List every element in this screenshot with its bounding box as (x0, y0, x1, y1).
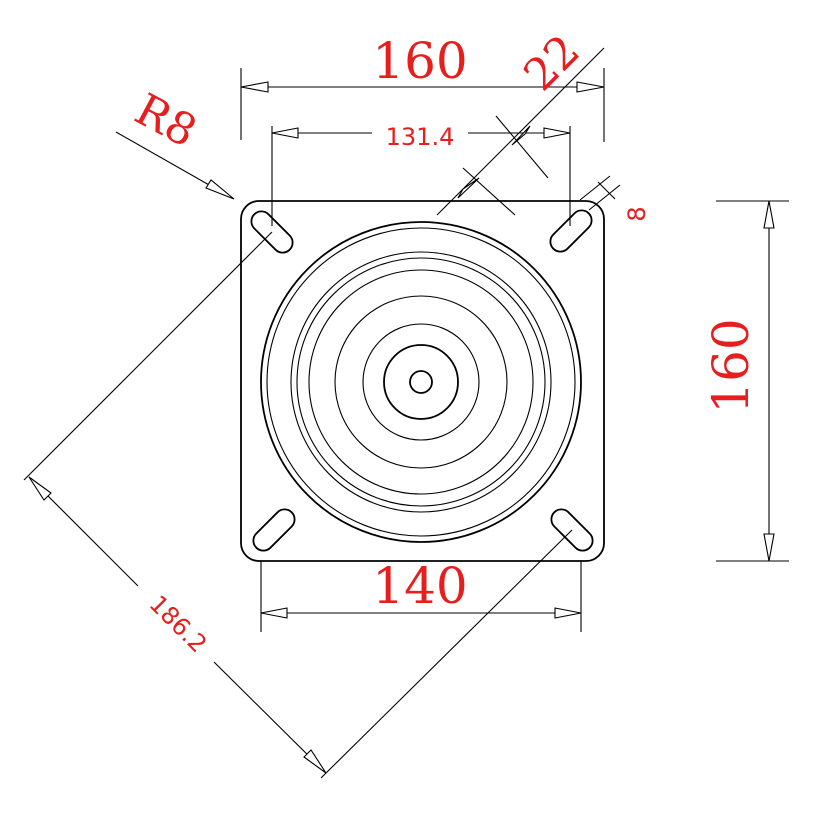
corner-radius-label: R8 (127, 84, 205, 158)
dim-overall-width (240, 68, 605, 142)
overall-height-label: 160 (702, 318, 760, 413)
slot-dim-label: 8 (623, 206, 651, 221)
bottom-width-label: 140 (372, 557, 467, 615)
hole-spacing-label: 131.4 (386, 123, 455, 151)
plate-outline (240, 200, 605, 562)
dim-slot-length (436, 47, 605, 216)
mounting-slot-bottom-left (252, 508, 296, 552)
dim-slot-width (579, 175, 621, 211)
overall-width-label: 160 (372, 32, 467, 90)
dim-overall-height (716, 200, 789, 562)
dim-diagonal (23, 231, 573, 779)
diagonal-label: 186.2 (144, 590, 212, 658)
dim-corner-radius (115, 131, 235, 200)
dim-bottom-width (260, 561, 582, 632)
mounting-slot-top-right (549, 209, 593, 253)
bearing-rings (260, 221, 582, 543)
dim-hole-spacing (271, 126, 571, 226)
